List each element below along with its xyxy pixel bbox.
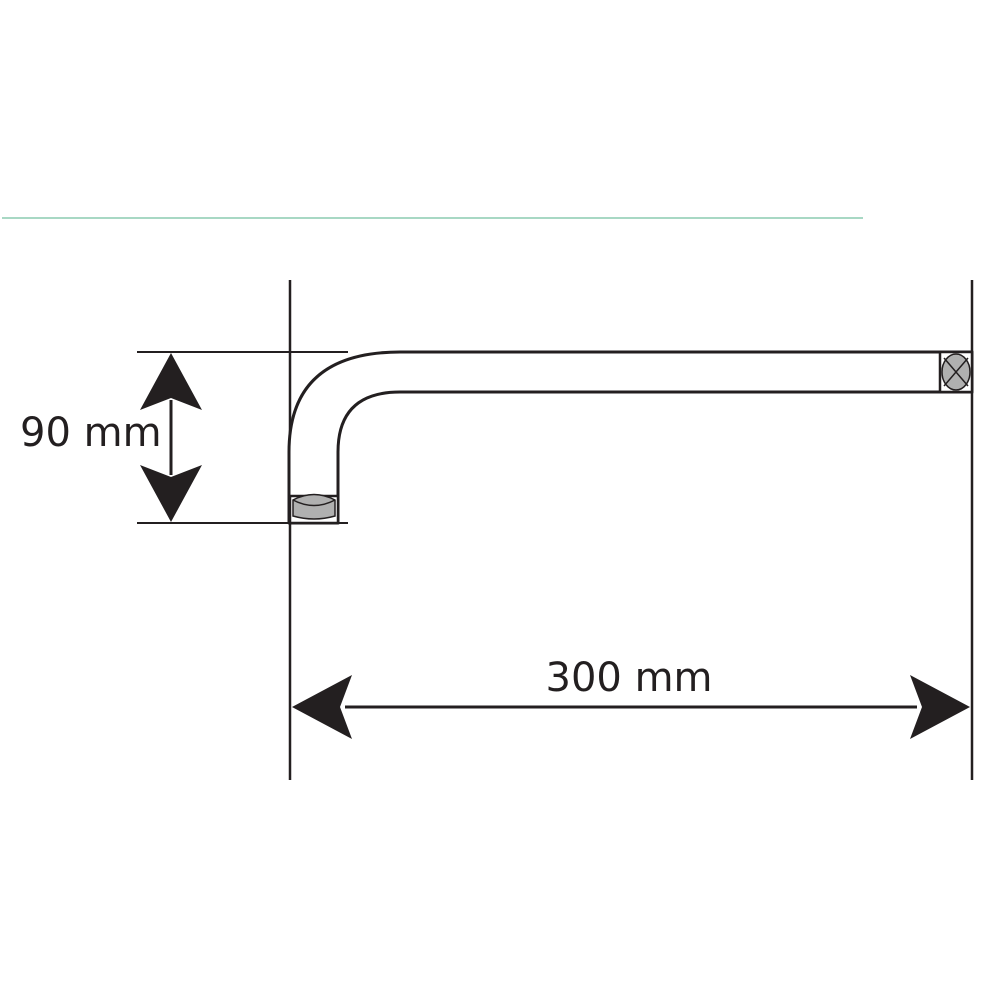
height-dimension-label: 90 mm (20, 410, 162, 456)
width-dimension-label: 300 mm (546, 655, 713, 701)
wall-connector-end (288, 493, 340, 525)
arm-end-cap (938, 350, 974, 394)
shower-arm-pipe (287, 350, 974, 525)
height-dimension-arrow (140, 353, 202, 522)
width-dimension-arrow (292, 675, 970, 739)
